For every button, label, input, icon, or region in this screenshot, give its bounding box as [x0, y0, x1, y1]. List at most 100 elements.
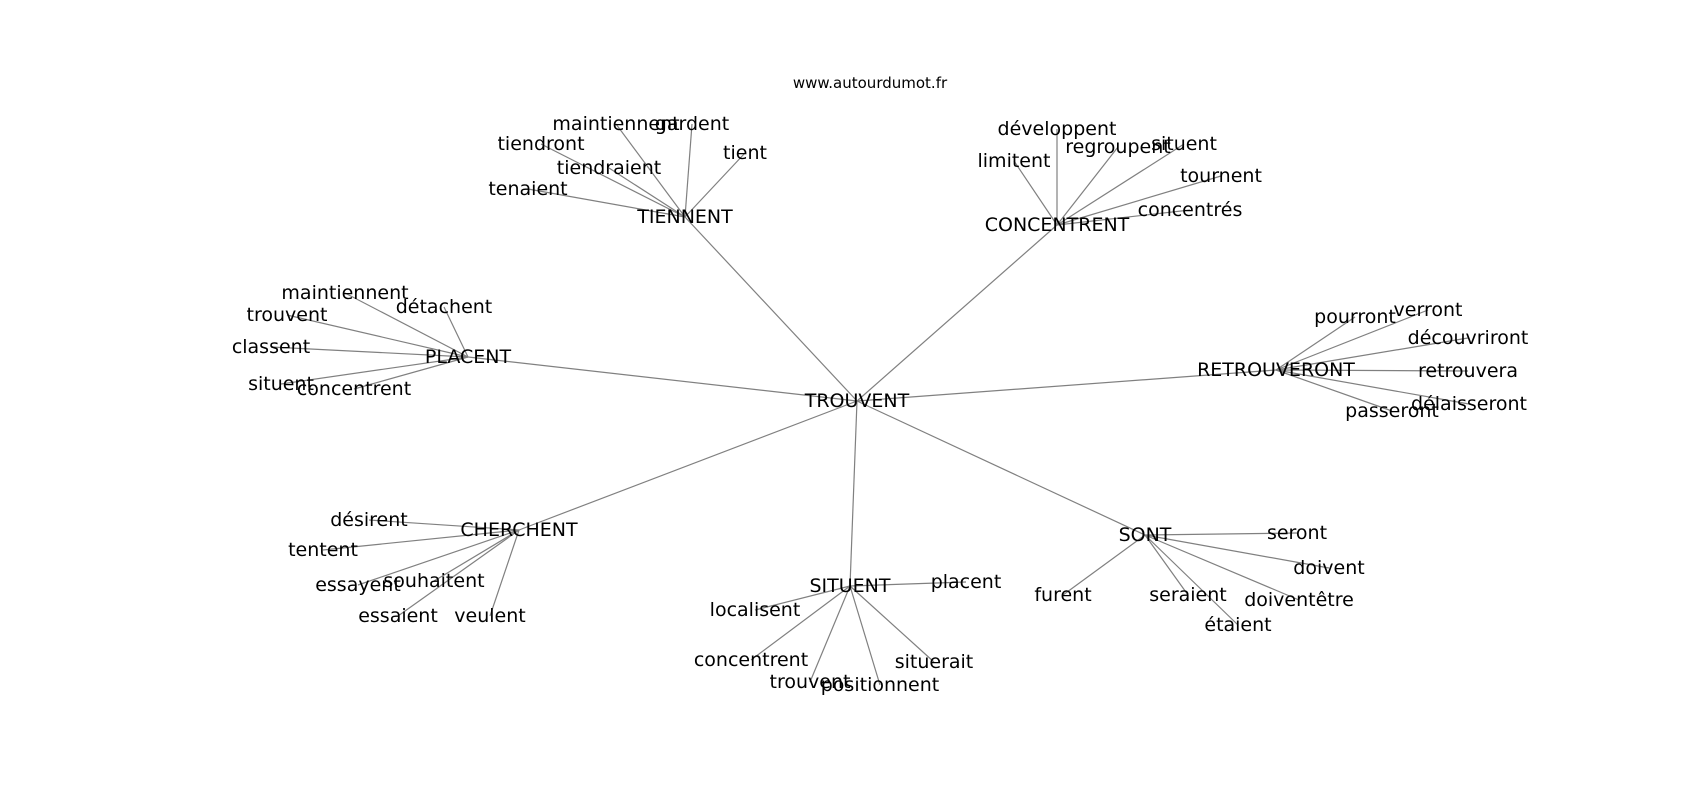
cluster-node: CHERCHENT [460, 519, 578, 541]
leaf-node: classent [232, 336, 310, 358]
leaf-node: tournent [1180, 165, 1262, 187]
leaf-node: tiendront [497, 133, 584, 155]
leaf-edge [1275, 369, 1469, 372]
leaf-node: délaisseront [1411, 393, 1527, 415]
labels: TROUVENTTIENNENTmaintiennentgardenttiend… [232, 113, 1529, 696]
edges [270, 123, 1470, 686]
leaf-edge [1056, 175, 1222, 226]
leaf-edge [433, 529, 520, 582]
leaf-edge [1056, 209, 1191, 226]
leaf-node: furent [1034, 584, 1091, 606]
leaf-node: détachent [396, 296, 493, 318]
cluster-node: SONT [1119, 524, 1172, 546]
leaf-edge [1013, 160, 1058, 226]
leaf-edge [1275, 337, 1469, 371]
leaf-node: retrouvera [1418, 360, 1518, 382]
leaf-edge [1056, 143, 1185, 226]
leaf-node: découvriront [1408, 327, 1529, 349]
leaf-edge [280, 356, 469, 385]
leaf-node: localisent [710, 599, 801, 621]
leaf-edge [684, 123, 693, 218]
leaf-node: placent [931, 571, 1002, 593]
hub-edge [518, 400, 858, 531]
leaf-node: situent [248, 373, 314, 395]
leaf-edge [344, 292, 469, 358]
leaf-edge [489, 529, 520, 617]
leaf-edge [353, 356, 469, 390]
cluster-node: SITUENT [809, 575, 890, 597]
cluster-node: PLACENT [425, 346, 512, 368]
hub-edge [467, 356, 858, 402]
leaf-node: trouvent [247, 304, 328, 326]
leaf-edge [540, 143, 686, 218]
leaf-edge [270, 346, 469, 358]
leaf-edge [1275, 309, 1429, 371]
leaf-node: doivent [1293, 557, 1364, 579]
leaf-node: verront [1394, 299, 1463, 321]
leaf-edge [849, 585, 881, 686]
cluster-node: CONCENTRENT [985, 214, 1130, 236]
hub-edge [856, 224, 1058, 402]
leaf-edge [615, 123, 686, 218]
leaf-edge [1144, 534, 1189, 596]
leaf-node: maintiennent [552, 113, 679, 135]
leaf-edge [608, 167, 686, 218]
leaf-edge [357, 529, 520, 586]
hub-edge [684, 216, 858, 402]
leaf-edge [1275, 369, 1393, 412]
leaf-node: pourront [1314, 306, 1396, 328]
leaf-node: gardent [655, 113, 729, 135]
leaf-edge [1275, 369, 1470, 405]
leaf-edge [684, 152, 746, 218]
leaf-node: situerait [895, 651, 974, 673]
leaf-edge [849, 585, 935, 663]
leaf-node: désirent [330, 509, 408, 531]
site-title: www.autourdumot.fr [793, 74, 948, 92]
cluster-node: RETROUVERONT [1197, 359, 1355, 381]
leaf-node: limitent [978, 150, 1051, 172]
hub-edge [849, 400, 858, 587]
leaf-node: seront [1267, 522, 1327, 544]
leaf-edge [1144, 534, 1239, 626]
leaf-node: souhaitent [383, 570, 484, 592]
leaf-node: doiventêtre [1244, 589, 1354, 611]
leaf-edge [1062, 534, 1146, 596]
hub-edge [856, 400, 1146, 536]
leaf-edge [527, 188, 686, 218]
hub-edge [856, 369, 1277, 402]
leaf-node: positionnent [821, 674, 939, 696]
leaf-node: essaient [358, 605, 438, 627]
leaf-node: tiendraient [557, 157, 661, 179]
leaf-edge [754, 585, 851, 611]
leaf-edge [1144, 534, 1330, 569]
leaf-node: maintiennent [281, 282, 408, 304]
leaf-node: développent [998, 118, 1117, 140]
leaf-node: étaient [1204, 614, 1271, 636]
leaf-node: trouvent [770, 671, 851, 693]
leaf-node: concentrés [1138, 199, 1243, 221]
cluster-node: TIENNENT [636, 206, 733, 228]
leaf-edge [750, 585, 851, 661]
center-node: TROUVENT [804, 390, 910, 412]
leaf-edge [1275, 316, 1356, 371]
leaf-edge [809, 585, 851, 683]
leaf-node: tenaient [488, 178, 567, 200]
leaf-edge [1144, 534, 1300, 601]
leaf-edge [1144, 532, 1298, 536]
leaf-edge [286, 314, 469, 358]
leaf-node: essayent [315, 574, 401, 596]
leaf-node: situent [1151, 133, 1217, 155]
leaf-edge [443, 306, 469, 358]
leaf-node: veulent [454, 605, 525, 627]
leaf-node: regroupent [1065, 136, 1170, 158]
leaf-edge [368, 519, 520, 531]
leaf-node: seraient [1149, 584, 1227, 606]
leaf-edge [322, 529, 520, 551]
leaf-node: concentrent [694, 649, 808, 671]
leaf-node: concentrent [297, 378, 411, 400]
leaf-node: tentent [288, 539, 358, 561]
leaf-node: passeront [1345, 400, 1439, 422]
leaf-edge [397, 529, 520, 617]
leaf-edge [849, 581, 967, 587]
